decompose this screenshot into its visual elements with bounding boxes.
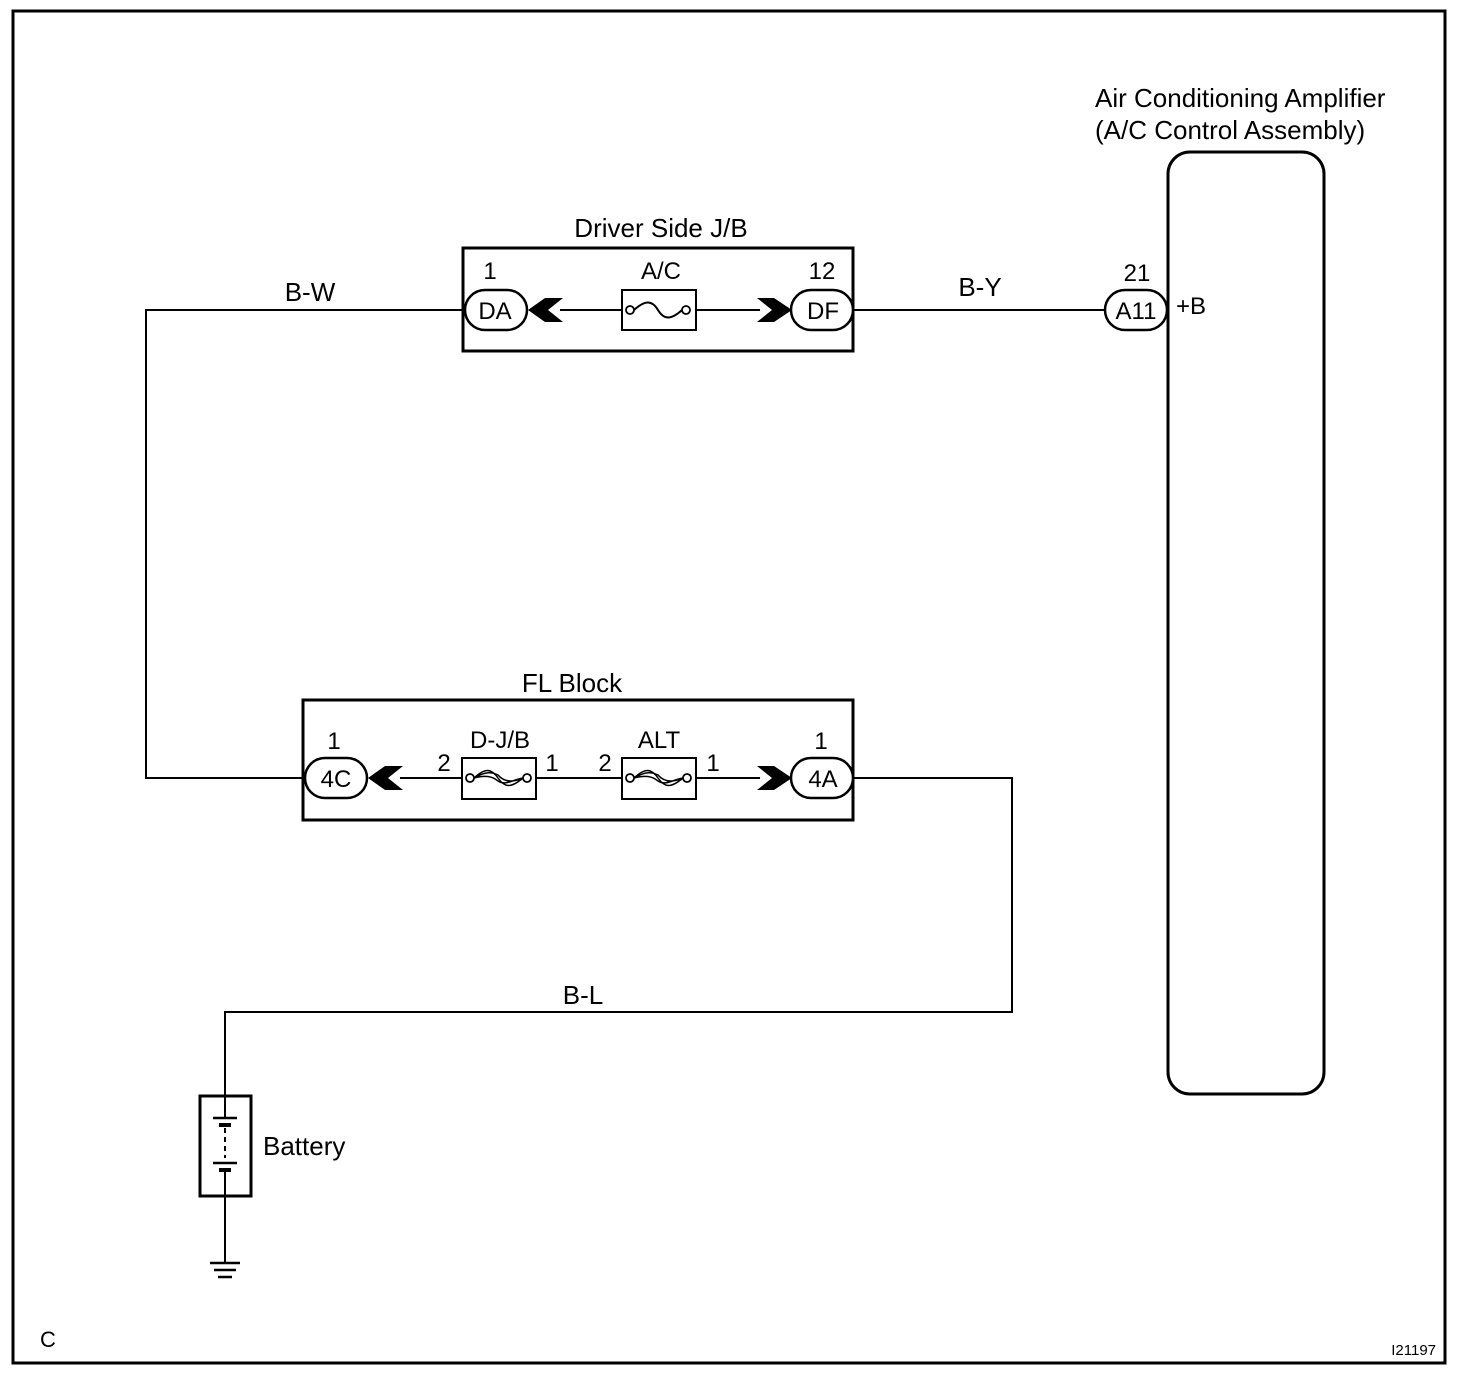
junction-arrow-4a [757,766,792,790]
wire-b-w-label: B-W [285,277,336,307]
fuse-djb-terminal-right [522,773,532,783]
fuse-djb-label: D-J/B [470,727,530,754]
amplifier-pin-number: 21 [1124,260,1151,287]
ground-icon [210,1261,240,1279]
fuse-djb-pin-right: 1 [545,750,558,777]
junction-arrow-da [528,298,563,322]
fuse-alt-terminal-left [625,773,635,783]
wire-b-w [145,309,465,779]
fl-block-title: FL Block [522,668,623,698]
fuse-alt-pin-left: 2 [598,750,611,777]
connector-df-label: DF [807,298,839,325]
driver-jb-title: Driver Side J/B [574,213,747,243]
fuse-djb-element [473,769,524,787]
connector-4a-label: 4A [808,766,837,793]
wire-b-l [224,777,1013,1096]
junction-arrow-df [757,298,792,322]
fuse-ac-label: A/C [641,258,681,285]
fuse-alt-element [633,769,684,787]
connector-4a [789,756,855,800]
fuse-djb-pin-left: 2 [437,750,450,777]
connector-df [789,288,855,332]
fl-block-box [301,698,855,822]
connector-4c [303,756,369,800]
fuse-alt-pin-right: 1 [706,750,719,777]
wire-b-y-label: B-Y [958,272,1001,302]
amplifier-terminal-label: +B [1176,293,1206,320]
amplifier-body [1166,150,1326,1096]
figure-id: I21197 [1391,1342,1436,1359]
connector-a11 [1103,288,1169,332]
fuse-ac-element [633,301,683,319]
fuse-alt-terminal-right [682,773,692,783]
connector-da-label: DA [478,298,511,325]
connector-a11-label: A11 [1116,298,1157,325]
battery-label: Battery [263,1131,345,1161]
fuse-djb-terminal-left [465,773,475,783]
wire-b-l-label: B-L [563,980,603,1010]
fl-block-left-pin: 1 [327,728,340,755]
amplifier-title-line2: (A/C Control Assembly) [1095,115,1365,145]
diagram-frame [11,9,1447,1365]
fuse-alt-label: ALT [638,727,681,754]
fl-block-right-pin: 1 [814,728,827,755]
driver-jb-right-pin: 12 [809,258,836,285]
junction-arrow-4c [368,766,403,790]
fuse-ac-terminal-right [681,305,691,315]
driver-jb-left-pin: 1 [483,258,496,285]
frame-letter: C [40,1327,56,1352]
amplifier-title-line1: Air Conditioning Amplifier [1095,83,1386,113]
fuse-ac-terminal-left [625,305,635,315]
connector-da [463,288,529,332]
connector-4c-label: 4C [321,766,352,793]
